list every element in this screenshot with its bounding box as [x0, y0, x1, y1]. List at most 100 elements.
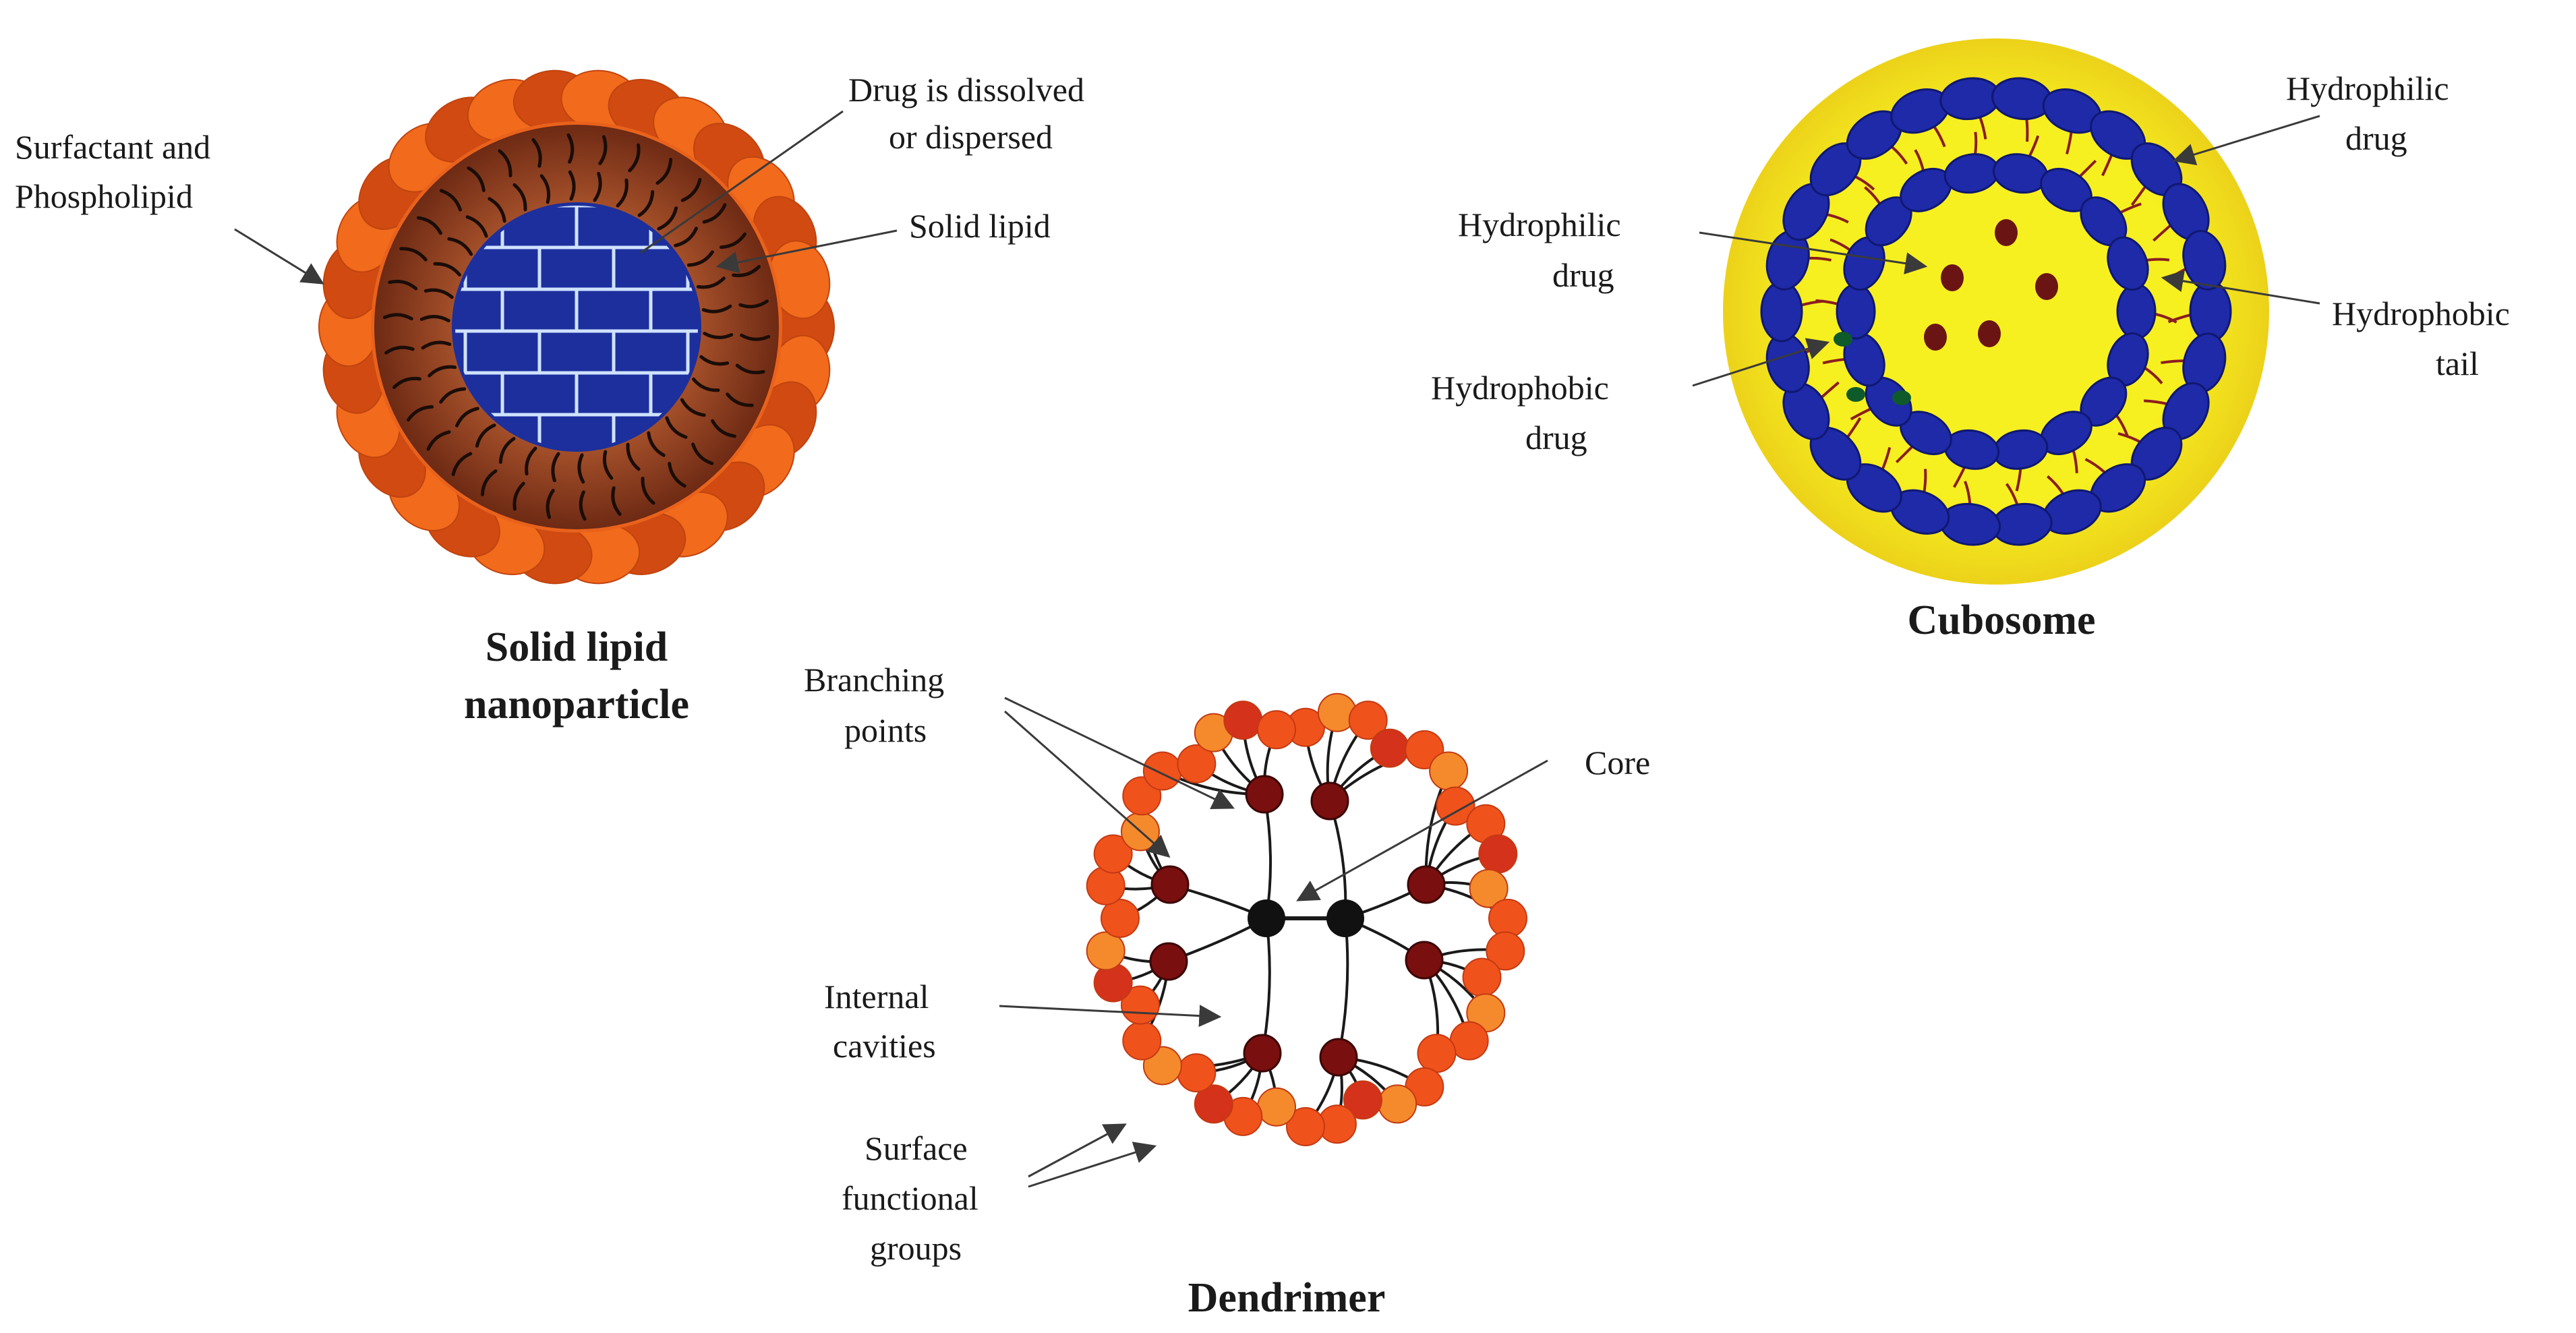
- label-functional: functional: [842, 1179, 978, 1217]
- hydrophilic-drug: [1924, 324, 1947, 351]
- surface-group: [1469, 868, 1509, 908]
- label-hydrophobic-tail: Hydrophobic: [2332, 295, 2510, 332]
- label-internal: Internal: [824, 978, 929, 1015]
- lipid-tail: [566, 133, 575, 164]
- lipid-tail: [701, 304, 732, 314]
- lipid-tail: [384, 345, 415, 355]
- lipid-tail: [699, 355, 730, 366]
- lipid-tail: [738, 299, 769, 309]
- lipid-tail: [637, 189, 655, 217]
- lipid-tail: [439, 387, 467, 404]
- label-or-dispersed: or dispersed: [889, 118, 1053, 156]
- lipid-tail: [455, 407, 479, 427]
- arrow-internal: [999, 1005, 1222, 1028]
- lipid-tail: [665, 416, 688, 439]
- lipid-tail: [719, 232, 747, 249]
- surface-groups: [1086, 692, 1527, 1146]
- sln-title-line1: Solid lipid: [486, 624, 668, 670]
- arrow-drug: [640, 110, 844, 254]
- lipid-tail: [616, 178, 628, 208]
- lipid-head: [1836, 283, 1876, 340]
- lipid-tail: [593, 171, 602, 202]
- label-hydrophilic-outer-drug: drug: [2345, 119, 2407, 157]
- lipid-tail: [447, 237, 473, 256]
- lipid-tail: [467, 166, 486, 192]
- branching-point: [1243, 1034, 1282, 1073]
- drug-molecules: [1834, 219, 2058, 405]
- lipid-tail: [711, 419, 737, 438]
- label-groups: groups: [870, 1229, 962, 1267]
- label-surface: Surface: [865, 1129, 968, 1167]
- lipid-tail: [513, 183, 527, 212]
- branching-point: [1245, 775, 1284, 814]
- lipid-tail: [498, 149, 513, 178]
- surface-group: [1286, 1107, 1325, 1146]
- lipid-tail: [668, 462, 686, 488]
- lipid-tail: [439, 189, 462, 212]
- label-surfactant: Surfactant and: [15, 128, 210, 166]
- lipid-tail: [691, 442, 714, 465]
- lipid-tail: [696, 276, 726, 289]
- lipid-tail: [626, 442, 641, 471]
- lipid-tail: [465, 215, 488, 238]
- branching-point: [1405, 941, 1444, 980]
- surface-group: [1478, 834, 1518, 874]
- lipid-tail: [735, 363, 765, 375]
- lipid-head: [2182, 230, 2227, 291]
- surface-group: [1429, 751, 1469, 791]
- label-phospholipid: Phospholipid: [15, 177, 193, 215]
- phospholipid-tails: [382, 133, 771, 521]
- lipid-tail: [428, 365, 457, 378]
- lipid-tail: [611, 486, 622, 516]
- label-hydrophilic-inner-drug: drug: [1552, 256, 1614, 294]
- surface-group: [1086, 931, 1125, 971]
- lipid-tail: [726, 392, 754, 407]
- branching-nodes: [1149, 775, 1446, 1077]
- lipid-tail: [702, 203, 727, 224]
- label-points: points: [844, 711, 927, 749]
- arrow-surfactant: [234, 228, 324, 285]
- arrow-hydrophilic-outer: [2172, 115, 2320, 166]
- lipid-tail: [419, 315, 450, 323]
- lipid-tail: [546, 489, 555, 519]
- lipid-tail: [740, 333, 771, 341]
- lipid-tail: [513, 481, 525, 511]
- lipid-tail: [647, 431, 666, 457]
- label-hydrophilic-inner: Hydrophilic: [1458, 206, 1621, 243]
- surface-group: [1223, 701, 1263, 740]
- label-solid-lipid: Solid lipid: [909, 207, 1051, 245]
- cubosome-body: [1723, 38, 2269, 585]
- sln-title-line2: nanoparticle: [464, 682, 689, 728]
- label-core: Core: [1585, 744, 1650, 781]
- arrow-solid-lipid: [715, 229, 898, 274]
- lipid-tail: [703, 331, 734, 339]
- hydrophilic-drug: [1995, 219, 2018, 246]
- surface-group: [1343, 1080, 1382, 1120]
- lipid-tail: [577, 453, 585, 484]
- surface-group: [1378, 1084, 1417, 1124]
- lipid-head: [2107, 236, 2149, 291]
- lipid-tail: [680, 177, 702, 202]
- lipid-tail: [732, 264, 761, 278]
- surface-group: [1177, 1053, 1217, 1093]
- surface-group: [1417, 1034, 1457, 1073]
- lipid-tail: [686, 250, 714, 267]
- lipid-tail: [551, 452, 560, 483]
- lipid-tail: [451, 452, 473, 477]
- core-node: [1248, 899, 1285, 937]
- lipid-head: [2116, 283, 2157, 340]
- arrow-surface-2: [1028, 1142, 1157, 1188]
- core-node: [1326, 899, 1364, 937]
- lipid-tail: [421, 340, 452, 350]
- surface-group: [1436, 786, 1475, 826]
- lipid-tail: [475, 423, 496, 448]
- dendrimer-title: Dendrimer: [1188, 1275, 1386, 1321]
- branching-point: [1149, 942, 1188, 981]
- arrow-branching-2: [1004, 710, 1171, 858]
- lipid-tail: [433, 262, 461, 277]
- surface-group: [1486, 931, 1525, 971]
- surface-group: [1093, 834, 1133, 874]
- lipid-tail: [416, 216, 442, 235]
- hydrophobic-drug: [1892, 390, 1911, 405]
